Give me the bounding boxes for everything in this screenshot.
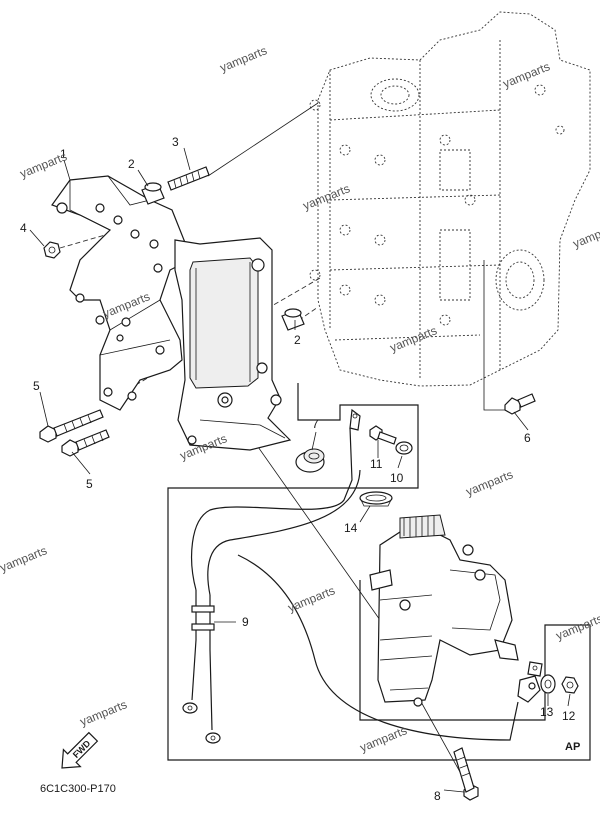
kit-label: AP	[565, 741, 580, 753]
part-5-bolt-lower	[61, 429, 110, 457]
part-1-electrical-bracket	[51, 175, 187, 411]
part-11-bolt	[369, 425, 397, 445]
watermark-text: yamparts	[571, 219, 600, 250]
part-2-collar-lower	[281, 308, 305, 331]
watermark-text: yamparts	[464, 467, 515, 498]
part-6-bolt	[504, 393, 536, 415]
part-13-washer	[540, 674, 556, 694]
part-8-bolt	[453, 747, 479, 801]
callout-8: 8	[434, 789, 441, 803]
watermark-text: yamparts	[0, 543, 49, 574]
callout-4: 4	[20, 221, 27, 235]
callout-14: 14	[344, 521, 358, 535]
part-9-wire-harness	[182, 408, 519, 744]
watermark-text: yamparts	[301, 181, 352, 212]
watermark-text: yamparts	[554, 611, 600, 642]
callout-2-lower: 2	[294, 333, 301, 347]
watermark-text: yamparts	[286, 583, 337, 614]
callout-10: 10	[390, 471, 404, 485]
callout-5-lower: 5	[86, 477, 93, 491]
engine-block-outline	[309, 11, 591, 387]
callout-leaders	[29, 147, 571, 793]
kit-box-outline	[167, 383, 591, 761]
part-7-grommet	[295, 448, 325, 473]
part-14-clamp	[359, 491, 393, 507]
ignition-coil-housing	[174, 237, 292, 451]
part-3-stud-bolt	[167, 166, 210, 191]
callout-2-upper: 2	[128, 157, 135, 171]
part-5-bolt-upper	[39, 409, 104, 443]
callout-1: 1	[60, 147, 67, 161]
forward-arrow-icon: FWD	[61, 731, 99, 769]
watermark-text: yamparts	[218, 43, 269, 74]
callout-5-upper: 5	[33, 379, 40, 393]
watermark-text: yamparts	[18, 149, 69, 180]
part-12-nut	[561, 676, 579, 694]
watermark-text: yamparts	[358, 723, 409, 754]
callout-12: 12	[562, 709, 576, 723]
callout-3: 3	[172, 135, 179, 149]
callout-9: 9	[242, 615, 249, 629]
watermark-text: yamparts	[388, 323, 439, 354]
part-4-nut	[43, 241, 61, 259]
watermark-text: yamparts	[501, 59, 552, 90]
callout-11: 11	[370, 457, 383, 471]
callout-13: 13	[540, 705, 554, 719]
part-2-collar-upper	[141, 182, 165, 205]
part-10-grommet	[395, 441, 413, 455]
starter-motor	[369, 514, 519, 707]
callout-7: 7	[312, 417, 319, 431]
watermark-text: yamparts	[78, 697, 129, 728]
callout-6: 6	[524, 431, 531, 445]
diagram-code: 6C1C300-P170	[40, 783, 116, 795]
cable-terminal	[517, 661, 543, 703]
